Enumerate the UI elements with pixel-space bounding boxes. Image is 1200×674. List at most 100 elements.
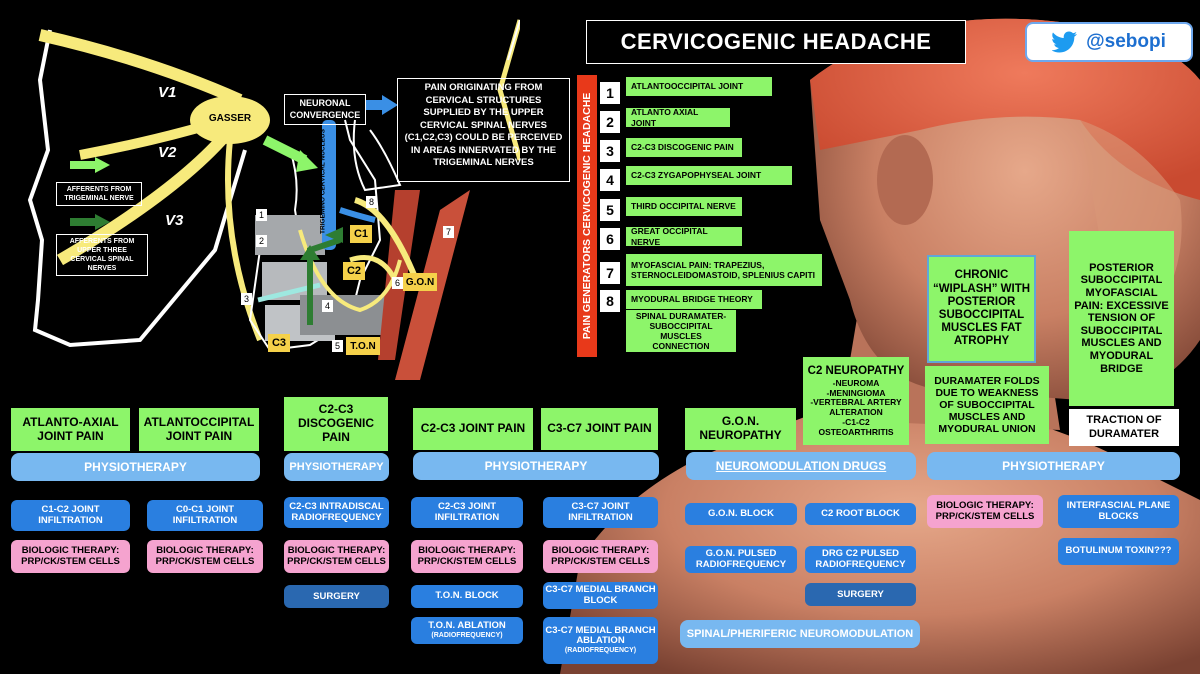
tx-c1c2-infiltration: C1-C2 JOINT INFILTRATION bbox=[11, 500, 130, 531]
gasser-label: GASSER bbox=[208, 113, 252, 124]
page-title-box: CERVICOGENIC HEADACHE bbox=[586, 20, 966, 64]
tx-bio-5: BIOLOGIC THERAPY: PRP/CK/STEM CELLS bbox=[543, 540, 658, 573]
cat-atlantoocc: ATLANTOCCIPITAL JOINT PAIN bbox=[139, 408, 259, 451]
tx-bio-6: BIOLOGIC THERAPY: PRP/CK/STEM CELLS bbox=[927, 495, 1043, 528]
posterior-box: POSTERIOR SUBOCCIPITAL MYOFASCIAL PAIN: … bbox=[1069, 231, 1174, 406]
gen-num-6: 6 bbox=[600, 228, 620, 250]
twitter-handle: @sebopi bbox=[1086, 31, 1166, 52]
gen-num-5: 5 bbox=[600, 199, 620, 221]
tx-botox: BOTULINUM TOXIN??? bbox=[1058, 538, 1179, 565]
gon-label: G.O.N bbox=[403, 273, 437, 291]
spinal-dura-box: SPINAL DURAMATER-SUBOCCIPITAL MUSCLES CO… bbox=[626, 310, 736, 352]
tx-surgery-2: SURGERY bbox=[805, 583, 916, 606]
tx-ton-ablation-label: T.O.N. ABLATION bbox=[428, 620, 506, 632]
c3-label: C3 bbox=[268, 334, 290, 352]
generators-label: PAIN GENERATORS CERVICOGENIC HEADACHE bbox=[581, 92, 593, 340]
v1-label: V1 bbox=[158, 84, 177, 101]
tx-gon-block: G.O.N. BLOCK bbox=[685, 503, 797, 525]
cat-c3c7-joint: C3-C7 JOINT PAIN bbox=[541, 408, 658, 450]
gen-num-4: 4 bbox=[600, 169, 620, 191]
tag-4: 4 bbox=[322, 300, 333, 312]
traction-box: TRACTION OF DURAMATER bbox=[1069, 409, 1179, 446]
gen-num-8: 8 bbox=[600, 290, 620, 312]
gen-item-3: C2-C3 DISCOGENIC PAIN bbox=[626, 138, 742, 157]
generators-vertical-bar: PAIN GENERATORS CERVICOGENIC HEADACHE bbox=[577, 75, 597, 357]
tag-5: 5 bbox=[332, 340, 343, 352]
tx-surgery-1: SURGERY bbox=[284, 585, 389, 608]
tx-ton-block: T.O.N. BLOCK bbox=[411, 585, 523, 608]
tx-c3c7-mba-label: C3-C7 MEDIAL BRANCH ABLATION bbox=[545, 624, 656, 647]
physio-bar-2: PHYSIOTHERAPY bbox=[284, 453, 389, 481]
gen-num-1: 1 bbox=[600, 82, 620, 104]
c2-line-5: -C1-C2 bbox=[842, 416, 870, 427]
tx-c3c7-mba-sub: (RADIOFREQUENCY) bbox=[564, 647, 637, 655]
c2-line-6: OSTEOARTHRITIS bbox=[818, 426, 894, 437]
tag-1: 1 bbox=[256, 209, 267, 221]
gen-item-2: ATLANTO AXIAL JOINT bbox=[626, 107, 730, 128]
c2-line-1: -NEUROMA bbox=[832, 377, 880, 388]
tx-gon-prf: G.O.N. PULSED RADIOFREQUENCY bbox=[685, 546, 797, 573]
c2-label: C2 bbox=[343, 262, 365, 280]
nucleus-bar bbox=[322, 120, 336, 250]
page-title: CERVICOGENIC HEADACHE bbox=[620, 29, 932, 54]
gen-num-2: 2 bbox=[600, 111, 620, 133]
duramater-folds-box: DURAMATER FOLDS DUE TO WEAKNESS OF SUBOC… bbox=[925, 366, 1049, 444]
tx-c2-root-block: C2 ROOT BLOCK bbox=[805, 503, 916, 525]
blue-arrow bbox=[382, 95, 398, 115]
tx-c3c7-mbb: C3-C7 MEDIAL BRANCH BLOCK bbox=[543, 582, 658, 609]
neuronal-label: NEURONAL CONVERGENCE bbox=[284, 94, 366, 126]
tx-c3c7-infiltration: C3-C7 JOINT INFILTRATION bbox=[543, 497, 658, 528]
gen-item-8: MYODURAL BRIDGE THEORY bbox=[626, 290, 762, 309]
gen-item-6: GREAT OCCIPITAL NERVE bbox=[626, 226, 742, 247]
tx-bio-2: BIOLOGIC THERAPY: PRP/CK/STEM CELLS bbox=[147, 540, 263, 573]
c1-label: C1 bbox=[350, 225, 372, 243]
c2-neuropathy-box: C2 NEUROPATHY -NEUROMA -MENINGIOMA -VERT… bbox=[803, 357, 909, 445]
tag-2: 2 bbox=[256, 235, 267, 247]
cat-c2c3-disc: C2-C3 DISCOGENIC PAIN bbox=[284, 397, 388, 451]
tx-interfascial: INTERFASCIAL PLANE BLOCKS bbox=[1058, 495, 1179, 528]
c2-line-3: -VERTEBRAL ARTERY bbox=[810, 397, 902, 408]
nucleus-label: TRIGEMINO CERVICAL NUCLEUS bbox=[319, 129, 327, 234]
tag-8: 8 bbox=[366, 196, 377, 208]
tx-bio-1: BIOLOGIC THERAPY: PRP/CK/STEM CELLS bbox=[11, 540, 130, 573]
afferent-arrow-trig bbox=[95, 157, 110, 173]
gen-item-1: ATLANTOOCCIPITAL JOINT bbox=[626, 77, 772, 96]
ton-label: T.O.N bbox=[346, 337, 380, 355]
tx-bio-4: BIOLOGIC THERAPY: PRP/CK/STEM CELLS bbox=[411, 540, 523, 573]
c2-line-2: -MENINGIOMA bbox=[826, 387, 886, 398]
gen-item-5: THIRD OCCIPITAL NERVE bbox=[626, 197, 742, 216]
gasser-ganglion bbox=[190, 96, 270, 144]
gen-item-7: MYOFASCIAL PAIN: TRAPEZIUS, STERNOCLEIDO… bbox=[626, 254, 822, 286]
afferent-trig-label: AFFERENTS FROM TRIGEMINAL NERVE bbox=[56, 182, 142, 207]
c2-line-4: ALTERATION bbox=[829, 407, 883, 418]
face-outline bbox=[27, 29, 247, 348]
tag-3: 3 bbox=[241, 293, 252, 305]
neuromod-drugs-bar: NEUROMODULATION DRUGS bbox=[686, 452, 916, 480]
whiplash-box: CHRONIC “WIPLASH” WITH POSTERIOR SUBOCCI… bbox=[927, 255, 1036, 363]
tx-spinal-neuromod: SPINAL/PHERIFERIC NEUROMODULATION bbox=[680, 620, 920, 648]
tx-c0c1-infiltration: C0-C1 JOINT INFILTRATION bbox=[147, 500, 263, 531]
tx-c3c7-mba: C3-C7 MEDIAL BRANCH ABLATION (RADIOFREQU… bbox=[543, 617, 658, 664]
twitter-bird-icon bbox=[1052, 31, 1078, 53]
v2-label: V2 bbox=[158, 144, 177, 161]
v1-branch bbox=[38, 29, 243, 106]
green-arrow-gasser bbox=[296, 150, 318, 172]
v3-label: V3 bbox=[165, 212, 184, 229]
twitter-badge[interactable]: @sebopi bbox=[1025, 22, 1193, 62]
physio-bar-4: PHYSIOTHERAPY bbox=[927, 452, 1180, 480]
cat-c2c3-joint: C2-C3 JOINT PAIN bbox=[413, 408, 533, 450]
cat-atlanto-axial: ATLANTO-AXIAL JOINT PAIN bbox=[11, 408, 130, 451]
c2-neuropathy-title: C2 NEUROPATHY bbox=[807, 364, 905, 377]
tx-ton-ablation-sub: (RADIOFREQUENCY) bbox=[431, 631, 503, 639]
gen-num-7: 7 bbox=[600, 262, 620, 284]
physio-bar-3: PHYSIOTHERAPY bbox=[413, 452, 659, 480]
afferent-arrow-cerv bbox=[95, 214, 110, 230]
tx-ton-ablation: T.O.N. ABLATION (RADIOFREQUENCY) bbox=[411, 617, 523, 644]
tx-c2c3-radiofrequency: C2-C3 INTRADISCAL RADIOFREQUENCY bbox=[284, 497, 389, 528]
cat-gon: G.O.N. NEUROPATHY bbox=[685, 408, 796, 450]
afferent-cerv-label: AFFERENTS FROM UPPER THREE CERVICAL SPIN… bbox=[56, 234, 148, 277]
tag-7: 7 bbox=[443, 226, 454, 238]
tx-drg-prf: DRG C2 PULSED RADIOFREQUENCY bbox=[805, 546, 916, 573]
physio-bar-1: PHYSIOTHERAPY bbox=[11, 453, 260, 481]
tag-6: 6 bbox=[392, 277, 403, 289]
